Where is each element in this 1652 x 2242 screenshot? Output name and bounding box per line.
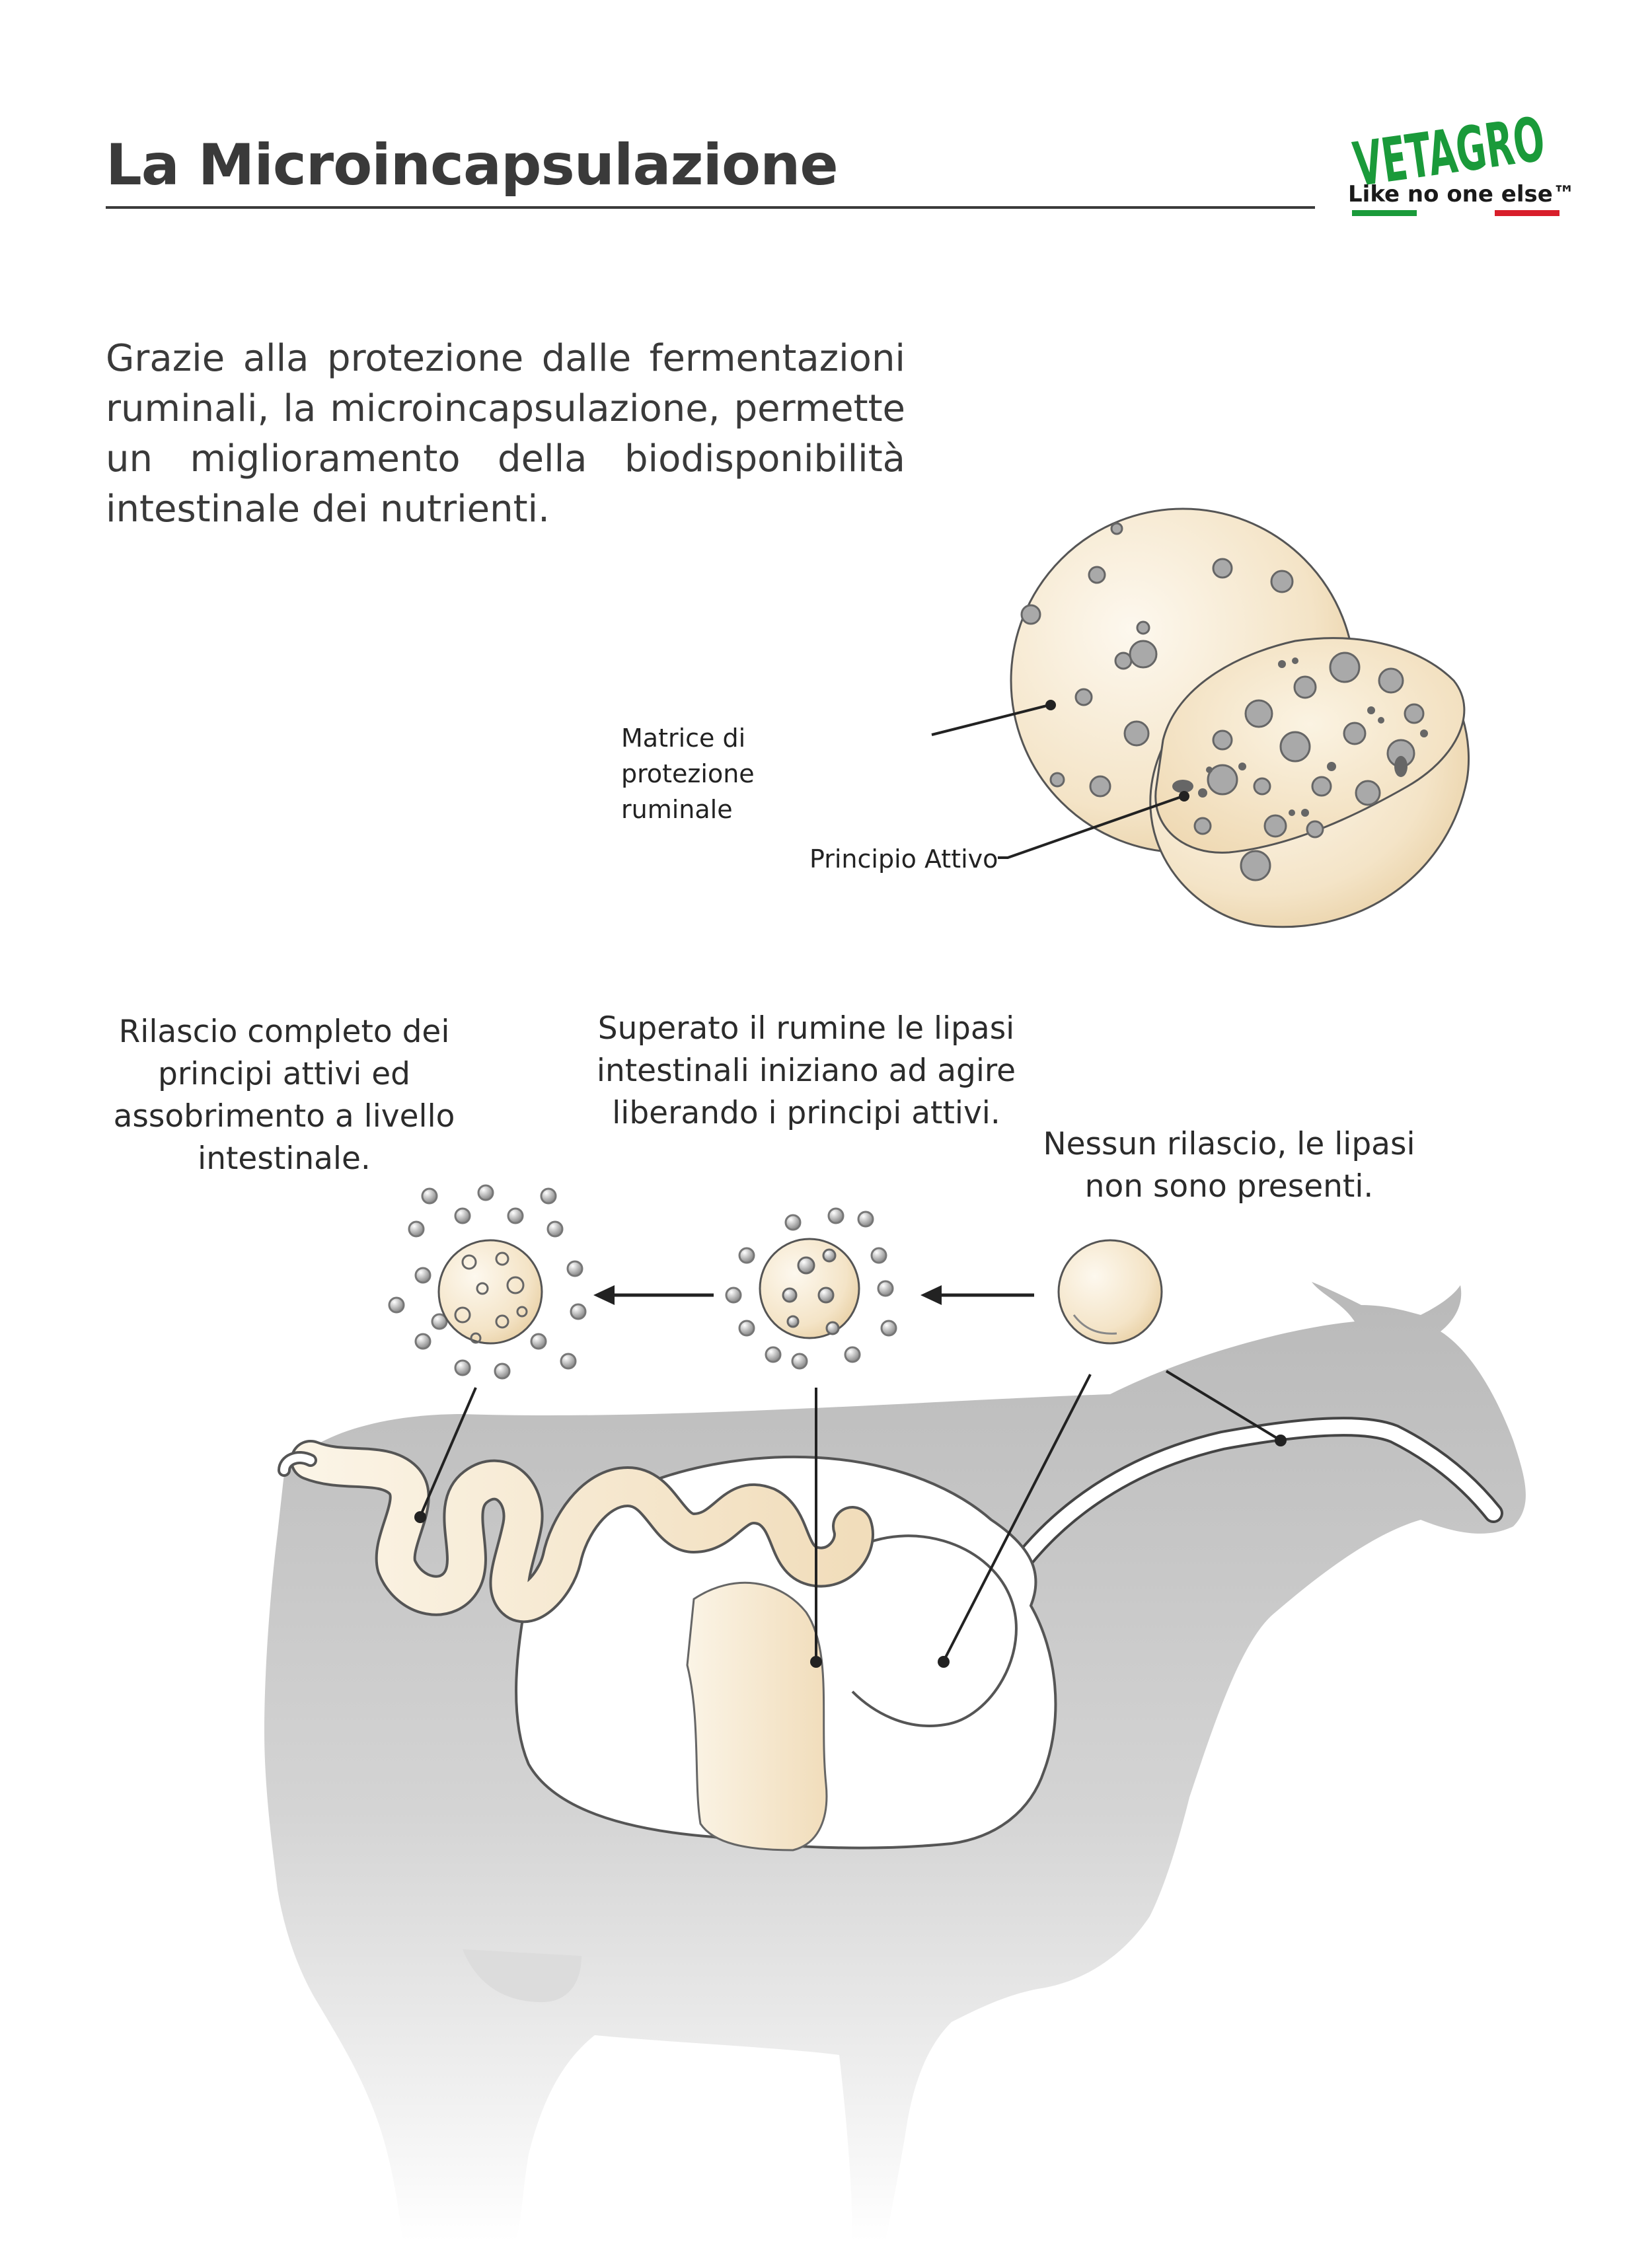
active-leader-line	[998, 795, 1183, 859]
title-divider	[106, 206, 1315, 209]
active-leader-dot	[1179, 791, 1189, 802]
abomasum	[686, 1581, 828, 1851]
released-particles	[388, 1184, 587, 1380]
cow-udder	[463, 1949, 582, 2002]
capsule-small-dots	[1172, 657, 1428, 817]
capsule-active-particles	[1020, 522, 1425, 881]
arrowhead-left	[593, 1285, 615, 1305]
pointer-esophagus-dot	[1275, 1435, 1287, 1446]
stage-text-full-release: Rilascio completo dei principi attivi ed…	[113, 1014, 455, 1177]
stage-text-no-release: Nessun rilascio, le lipasi non sono pres…	[1043, 1126, 1415, 1205]
digestive-tract	[278, 1417, 1503, 1851]
capsule-intact	[1057, 1239, 1163, 1345]
capsule-degraded	[437, 1239, 543, 1345]
intro-paragraph: Grazie alla protezione dalle fermentazio…	[106, 337, 905, 531]
stage-partial-release	[725, 1207, 897, 1370]
vetagro-logo: VETAGRO	[1349, 104, 1559, 216]
pointer-left-dot	[414, 1511, 426, 1523]
pointer-mid-dot	[810, 1656, 822, 1668]
matrix-label: Matrice di protezione ruminale	[621, 720, 839, 827]
matrix-leader-dot	[1045, 700, 1056, 710]
active-ingredient-label: Principio Attivo	[809, 844, 998, 874]
pointer-esophagus	[1165, 1370, 1280, 1440]
stage-full-release	[388, 1184, 587, 1380]
pointer-left	[420, 1387, 477, 1514]
microcapsule-diagram	[931, 507, 1470, 928]
stage-text-partial-release: Superato il rumine le lipasi intestinali…	[596, 1010, 1016, 1131]
capsule-partial	[759, 1238, 860, 1339]
page-title: La Microincapsulazione	[106, 132, 839, 198]
logo-green-stripe	[1352, 210, 1417, 216]
logo-red-stripe	[1495, 210, 1559, 216]
matrix-leader-line	[931, 704, 1050, 736]
logo-tagline: Like no one else™	[1348, 181, 1575, 207]
matrix-label-text: Matrice di protezione ruminale	[621, 724, 755, 824]
arrowhead-mid	[920, 1285, 942, 1305]
pointer-right	[944, 1374, 1092, 1659]
pointer-right-dot	[938, 1656, 950, 1668]
rumen-fold	[851, 1534, 1018, 1727]
